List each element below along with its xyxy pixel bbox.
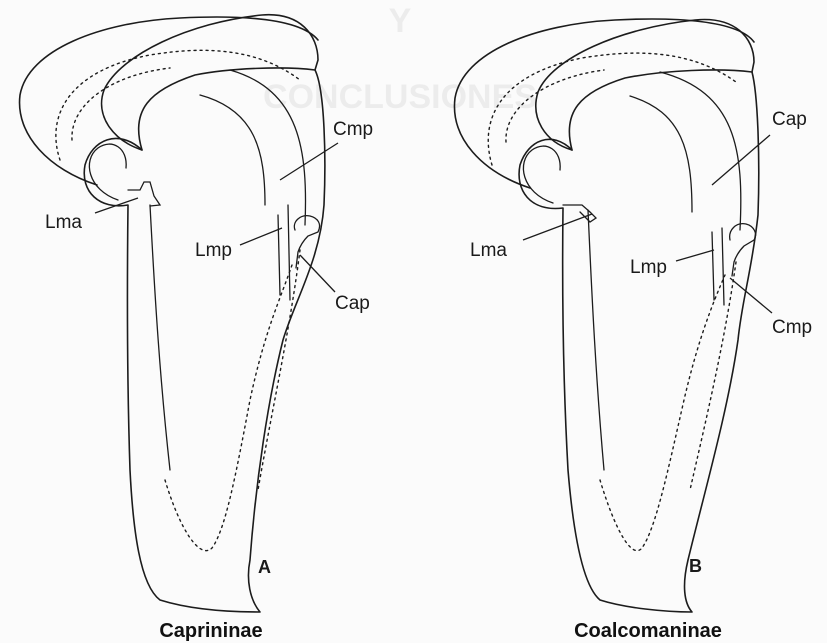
leader-b-cmp — [730, 278, 772, 313]
shell-a-inner-wall-right — [278, 215, 280, 295]
shell-a-dotted-body — [165, 265, 292, 551]
shell-a-myophore-posterior — [294, 216, 319, 268]
shell-a-outline — [84, 68, 325, 612]
label-a-letter: A — [258, 557, 271, 577]
shell-b-inner-curve — [630, 96, 692, 212]
label-a-cap: Cap — [335, 293, 370, 314]
label-b-letter: B — [689, 556, 702, 576]
bleed-through-letter: Y — [389, 2, 412, 40]
label-a-cmp: Cmp — [333, 119, 373, 140]
shell-a-coil — [89, 144, 126, 200]
shell-b-coil — [523, 146, 560, 203]
leader-b-lma — [523, 214, 592, 240]
shell-a-inner-wall-left — [150, 205, 170, 470]
leader-a-lmp — [240, 228, 282, 245]
leader-a-lma — [95, 198, 138, 213]
leader-a-cap — [300, 255, 335, 292]
label-b-cap: Cap — [772, 109, 807, 130]
shell-b-dotted-body — [600, 275, 725, 551]
shell-a-inner-wall-right2 — [288, 205, 290, 300]
label-b-lmp: Lmp — [630, 257, 667, 278]
label-a-lmp: Lmp — [195, 240, 232, 261]
leader-b-lmp — [676, 250, 714, 261]
shell-b-inner-wall-right2 — [722, 228, 724, 305]
shell-b-myophore-anterior — [563, 205, 596, 222]
caption-a: Caprininae — [159, 620, 262, 642]
label-b-cmp: Cmp — [772, 317, 812, 338]
bleed-through-heading: CONCLUSIONES — [263, 78, 537, 116]
shell-a-inner-curve — [200, 95, 265, 205]
shell-b-dotted-body2 — [690, 262, 736, 490]
shell-b-cap — [536, 20, 754, 150]
shell-a-myophore-anterior — [128, 182, 160, 206]
shell-a-dotted-inner-curve2 — [72, 68, 170, 140]
shell-b-inner-wall-right — [712, 232, 714, 300]
label-b-lma: Lma — [470, 240, 507, 261]
shell-b-inner-wall-left — [588, 210, 604, 470]
leader-a-cmp — [280, 143, 338, 180]
label-a-lma: Lma — [45, 212, 82, 233]
shell-a-dotted-body2 — [258, 250, 300, 490]
shell-b-inner-curve2 — [660, 72, 741, 230]
caption-b: Coalcomaninae — [574, 620, 722, 642]
leader-b-cap — [712, 135, 770, 185]
shell-b-myophore-posterior — [730, 224, 756, 276]
